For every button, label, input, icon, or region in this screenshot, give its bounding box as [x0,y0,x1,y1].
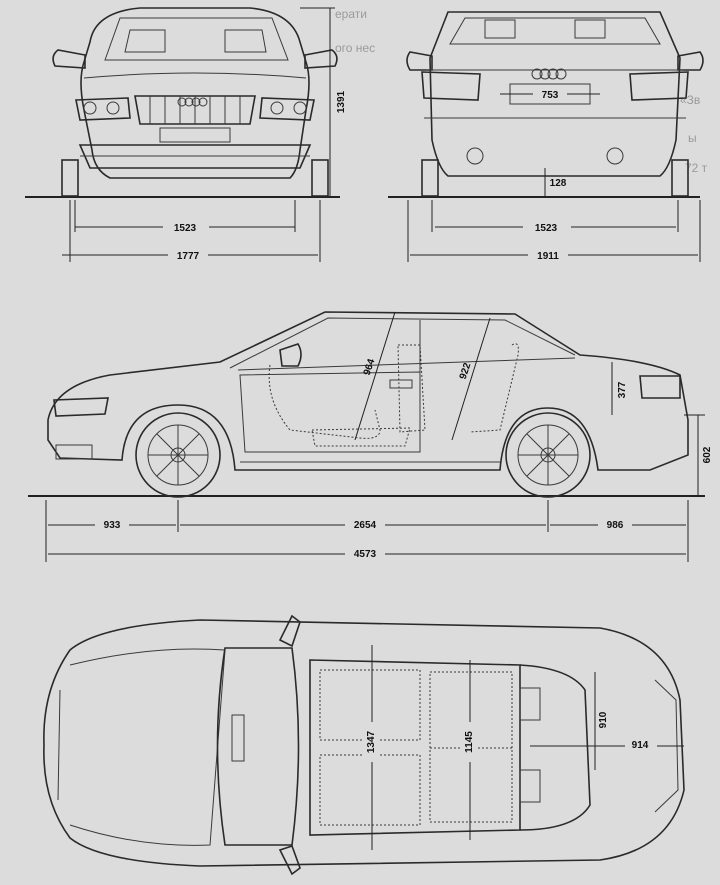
rear-view: 753 128 1523 1911 [388,11,704,262]
bg-text-4: ы [688,131,697,145]
bg-text-3: «Зв [680,93,700,107]
rear-plate-width-label: 753 [542,90,559,101]
trunk-height-label: 377 [617,381,628,398]
top-view: 1347 1145 910 914 [43,614,685,876]
rear-seat-width-label: 1145 [464,731,475,753]
wheelbase-label: 2654 [354,520,377,531]
bg-text-2: ого нес [335,41,375,55]
bg-text-5: 72 т [685,161,708,175]
bg-text-1: ерати [335,7,367,21]
overall-length-label: 4573 [354,549,377,560]
front-wheel [135,412,221,498]
rear-headroom-label: 922 [458,361,474,381]
side-view: 964 922 377 602 933 2654 986 4573 [28,311,713,562]
ground-clearance-label: 128 [550,178,567,189]
front-seat-width-label: 1347 [366,730,377,753]
rear-wheel [505,412,591,498]
front-overhang-label: 933 [104,520,121,531]
front-headroom-label: 964 [362,357,378,377]
background-text: ерати ого нес «Зв ы 72 т [335,7,708,175]
front-view: 1523 1777 1391 [25,7,347,262]
rear-overhang-label: 986 [607,520,624,531]
front-width-label: 1777 [177,251,200,262]
bumper-height-label: 602 [702,446,713,463]
rear-track-label: 1523 [535,223,558,234]
trunk-length-label: 914 [632,740,649,751]
trunk-width-label: 910 [598,711,609,728]
rear-width-label: 1911 [537,251,559,262]
front-height-label: 1391 [336,90,347,113]
front-track-label: 1523 [174,223,197,234]
